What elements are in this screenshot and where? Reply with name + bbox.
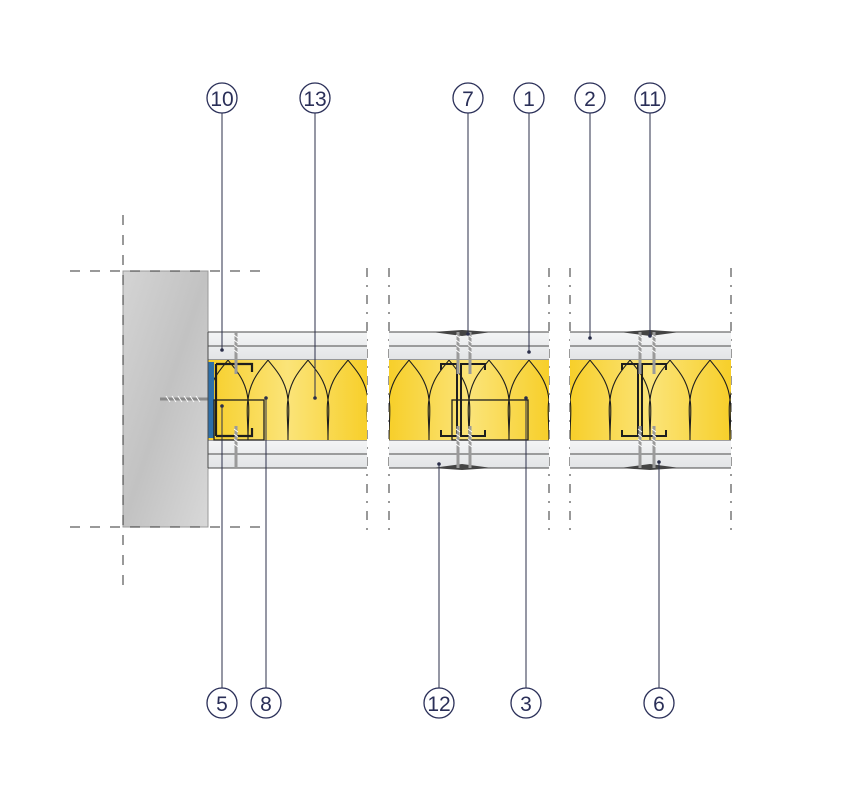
screw-thread bbox=[651, 428, 657, 448]
callout-markers: 10 13 7 1 2 11 5 8 12 3 6 bbox=[206, 82, 675, 719]
callout-12-label: 12 bbox=[427, 693, 450, 716]
leader-10-dot bbox=[220, 348, 224, 352]
callout-8: 8 bbox=[250, 687, 282, 719]
leader-7-dot bbox=[466, 332, 470, 336]
callout-7: 7 bbox=[452, 82, 484, 114]
callout-7-label: 7 bbox=[462, 88, 474, 111]
callout-5-label: 5 bbox=[216, 693, 228, 716]
wall-segments bbox=[207, 330, 731, 470]
screw-thread bbox=[233, 334, 239, 354]
screw-thread bbox=[455, 334, 461, 354]
leader-3-dot bbox=[524, 396, 528, 400]
callout-5: 5 bbox=[206, 687, 238, 719]
screw-thread bbox=[467, 334, 473, 354]
leader-6-dot bbox=[657, 460, 661, 464]
leader-12-dot bbox=[437, 462, 441, 466]
callout-10-label: 10 bbox=[210, 88, 233, 111]
masonry-wall bbox=[70, 215, 262, 585]
screw-thread bbox=[455, 428, 461, 448]
leader-lines bbox=[220, 113, 661, 688]
leader-1-dot bbox=[527, 350, 531, 354]
wall-stud-bottom bbox=[216, 428, 254, 438]
leader-5-dot bbox=[220, 404, 224, 408]
break-lines bbox=[366, 268, 732, 530]
screw-thread bbox=[637, 428, 643, 448]
screw-thread bbox=[651, 334, 657, 354]
insulation-wave bbox=[570, 360, 731, 440]
anchor-screw bbox=[160, 395, 214, 403]
callout-3-label: 3 bbox=[520, 693, 532, 716]
callout-6: 6 bbox=[643, 687, 675, 719]
leader-2-dot bbox=[588, 336, 592, 340]
segment-right bbox=[570, 330, 731, 470]
callout-2-label: 2 bbox=[584, 88, 596, 111]
metal-stud-outer bbox=[641, 363, 667, 437]
segment-middle bbox=[389, 330, 549, 470]
callout-1: 1 bbox=[513, 82, 545, 114]
acoustic-gasket bbox=[208, 362, 214, 438]
joint-compound-bottom bbox=[432, 464, 492, 470]
segment-wall-junction bbox=[207, 331, 367, 469]
joint-compound-top bbox=[432, 330, 492, 336]
leader-11-dot bbox=[648, 334, 652, 338]
cable-box bbox=[213, 399, 265, 441]
screw-thread bbox=[637, 334, 643, 354]
screw-thread bbox=[467, 428, 473, 448]
callout-1-label: 1 bbox=[523, 88, 535, 111]
callout-12: 12 bbox=[423, 687, 455, 719]
wall-stud-top bbox=[216, 362, 254, 372]
callout-11-label: 11 bbox=[639, 88, 661, 111]
leader-8-dot bbox=[264, 396, 268, 400]
callout-2: 2 bbox=[574, 82, 606, 114]
screw-thread bbox=[233, 428, 239, 448]
callout-13: 13 bbox=[299, 82, 331, 114]
callout-6-label: 6 bbox=[653, 693, 665, 716]
callout-10: 10 bbox=[206, 82, 238, 114]
joint-compound-bottom bbox=[620, 464, 680, 470]
metal-stud-inner bbox=[621, 363, 639, 437]
callout-13-label: 13 bbox=[303, 88, 326, 111]
leader-13-dot bbox=[313, 396, 317, 400]
cable-box bbox=[451, 399, 529, 441]
callout-3: 3 bbox=[510, 687, 542, 719]
callout-8-label: 8 bbox=[260, 693, 272, 716]
callout-11: 11 bbox=[634, 82, 666, 114]
